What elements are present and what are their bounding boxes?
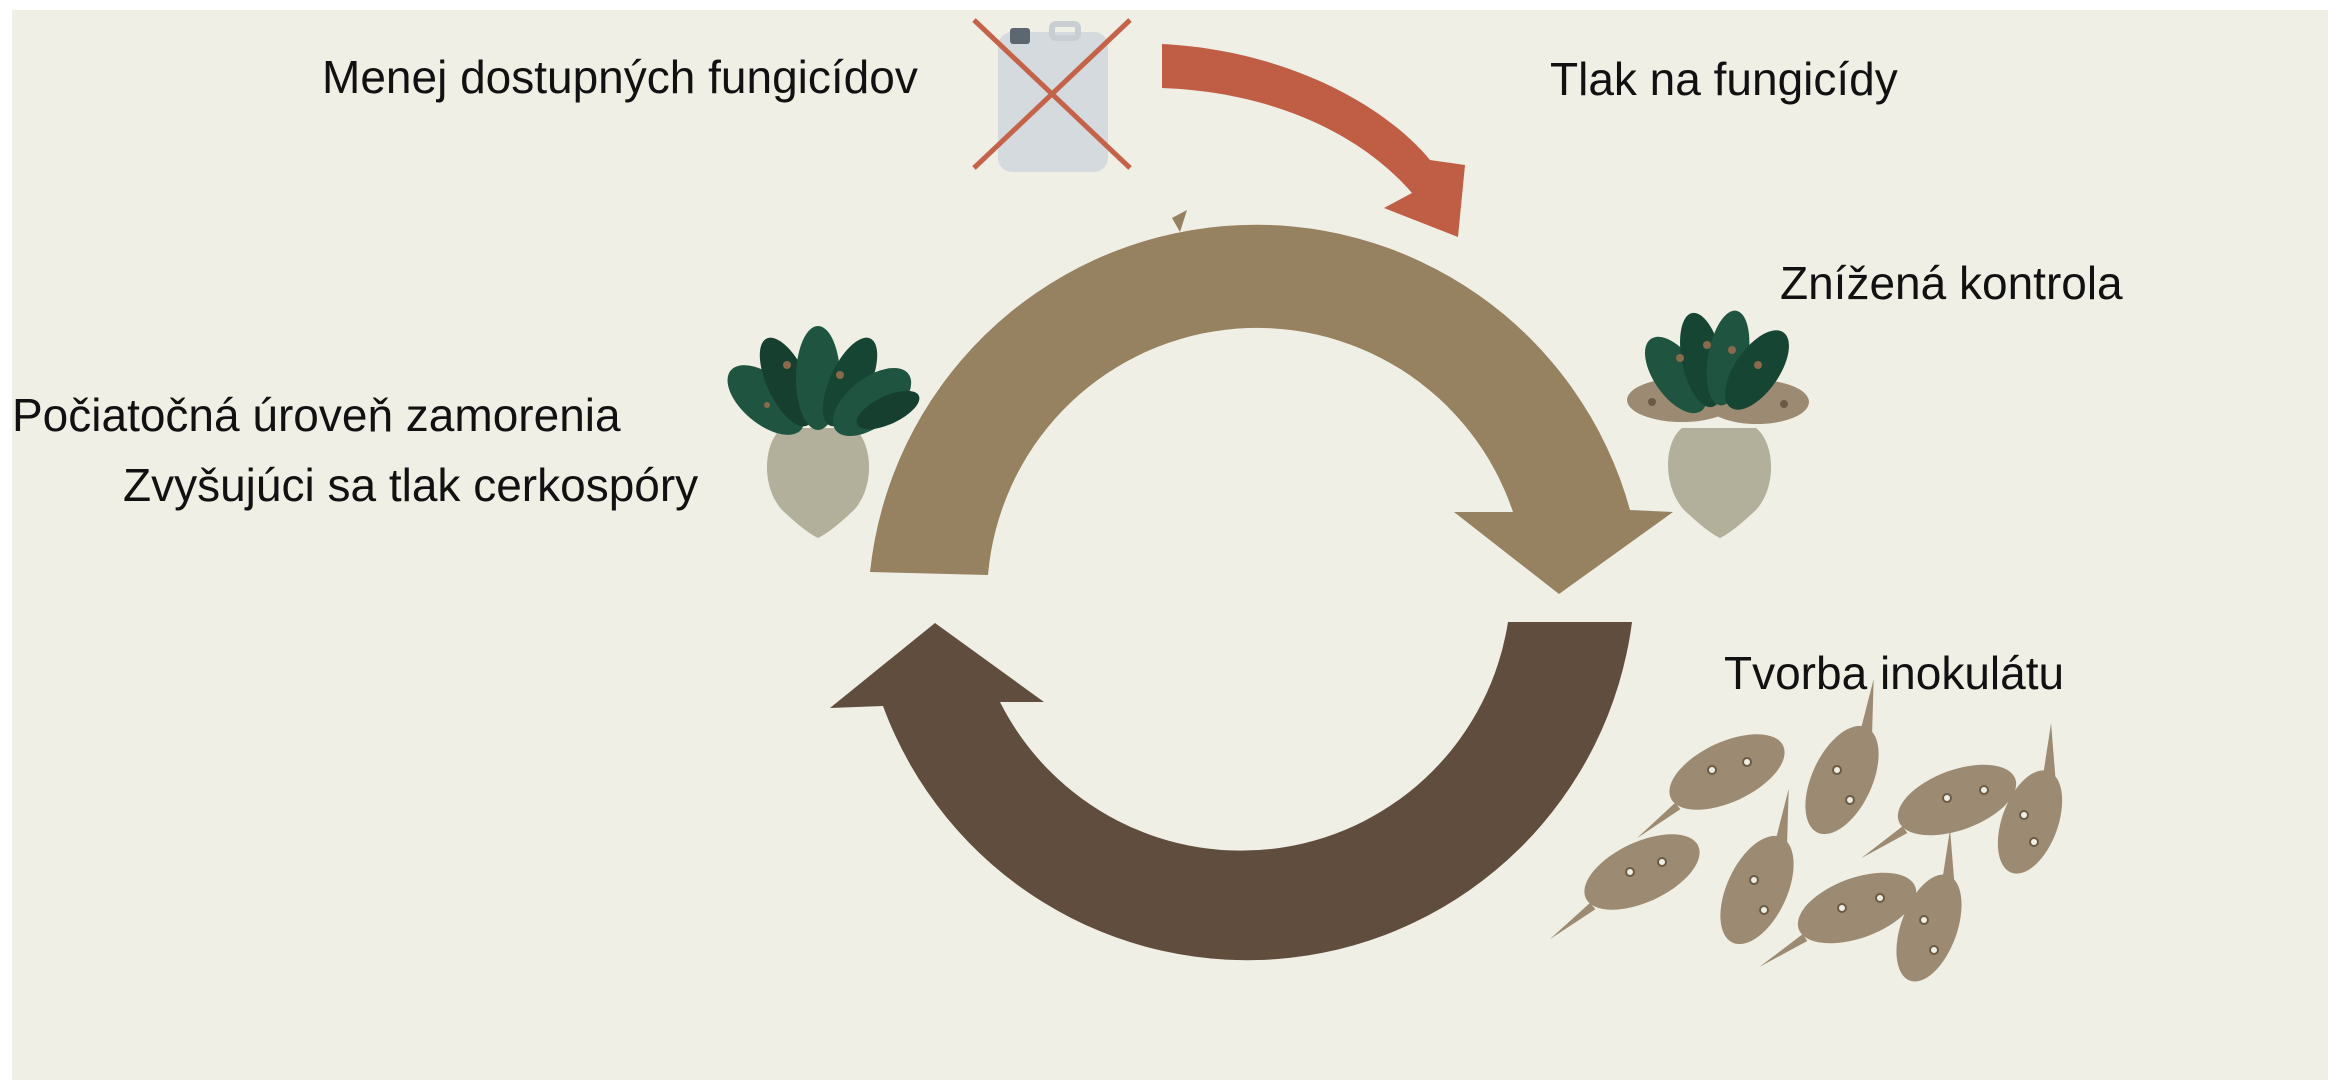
upper-cycle-arrow xyxy=(870,224,1673,594)
less-fungicides-label: Menej dostupných fungicídov xyxy=(322,51,918,103)
reduced-control-label: Znížená kontrola xyxy=(1780,257,2123,309)
fungicide-canister-crossed-icon xyxy=(972,18,1132,172)
cycle-diagram: Menej dostupných fungicídov Tlak na fung… xyxy=(12,10,2328,1080)
inoculum-formation-label: Tvorba inokulátu xyxy=(1724,647,2065,699)
initial-infestation-label: Počiatočná úroveň zamorenia xyxy=(12,389,621,441)
lower-cycle-arrow xyxy=(830,622,1632,961)
infected-beet-icon xyxy=(1627,310,1809,538)
healthy-beet-icon xyxy=(727,326,920,538)
increasing-pressure-label: Zvyšujúci sa tlak cerkospóry xyxy=(123,459,699,511)
fungicide-pressure-arrow xyxy=(1162,44,1465,237)
infected-leaf-residue-icon xyxy=(1549,678,2063,982)
upper-arrow-tip-nub xyxy=(1172,210,1187,232)
diagram-graphics xyxy=(727,18,2063,982)
fungicide-pressure-label: Tlak na fungicídy xyxy=(1550,53,1898,105)
